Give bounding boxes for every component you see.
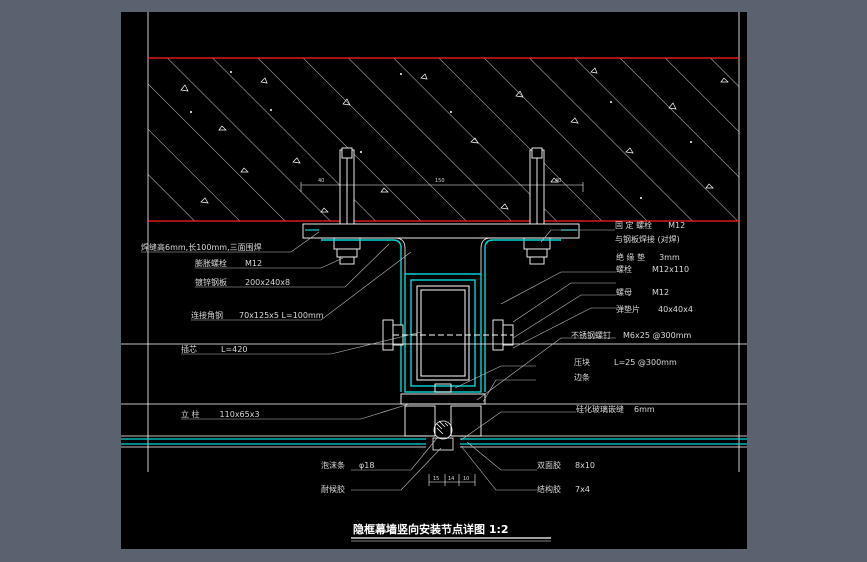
- angle-outline: [321, 237, 561, 392]
- connection-angle-right: [484, 239, 561, 392]
- through-bolt: [382, 319, 514, 351]
- dimension-bottom-1: 15: [433, 476, 439, 482]
- label-weather-sealant: 耐候胶: [321, 484, 345, 494]
- top-dimension: [300, 182, 584, 192]
- embedded-plate: [302, 223, 580, 239]
- glass-panel-edges: [121, 435, 747, 448]
- dimension-top-right: 40: [555, 178, 561, 184]
- foam-rod: [433, 420, 453, 440]
- drawing-frame: 40 150 40: [121, 12, 747, 549]
- dimension-bottom-2: 14: [448, 476, 454, 482]
- cad-drawing: 40 150 40: [121, 12, 747, 542]
- connection-angle-left: [321, 239, 402, 392]
- aggregate-dots: [190, 71, 692, 199]
- nut-right: [523, 237, 551, 265]
- label-weld: 焊缝高6mm,长100mm,三面围焊: [141, 242, 262, 252]
- dimension-top-left: 40: [318, 178, 324, 184]
- label-weld-to-plate: 与钢板焊接 (对焊): [615, 234, 680, 244]
- aggregate-marks: [180, 67, 729, 213]
- weatherproof-sealant: [432, 437, 454, 451]
- drawing-title: 隐框幕墙竖向安装节点详图 1:2: [353, 522, 509, 536]
- insert-core: [416, 285, 470, 381]
- glass-panels: [121, 438, 747, 445]
- label-edge-strip: 边条: [574, 372, 590, 382]
- anchor-bolt-left: [339, 147, 355, 246]
- concrete-wall: [148, 58, 739, 221]
- dimension-top-center: 150: [435, 178, 445, 184]
- dimension-bottom-3: 10: [463, 476, 469, 482]
- bottom-dimension: [428, 474, 476, 486]
- leader-lines: [141, 229, 616, 491]
